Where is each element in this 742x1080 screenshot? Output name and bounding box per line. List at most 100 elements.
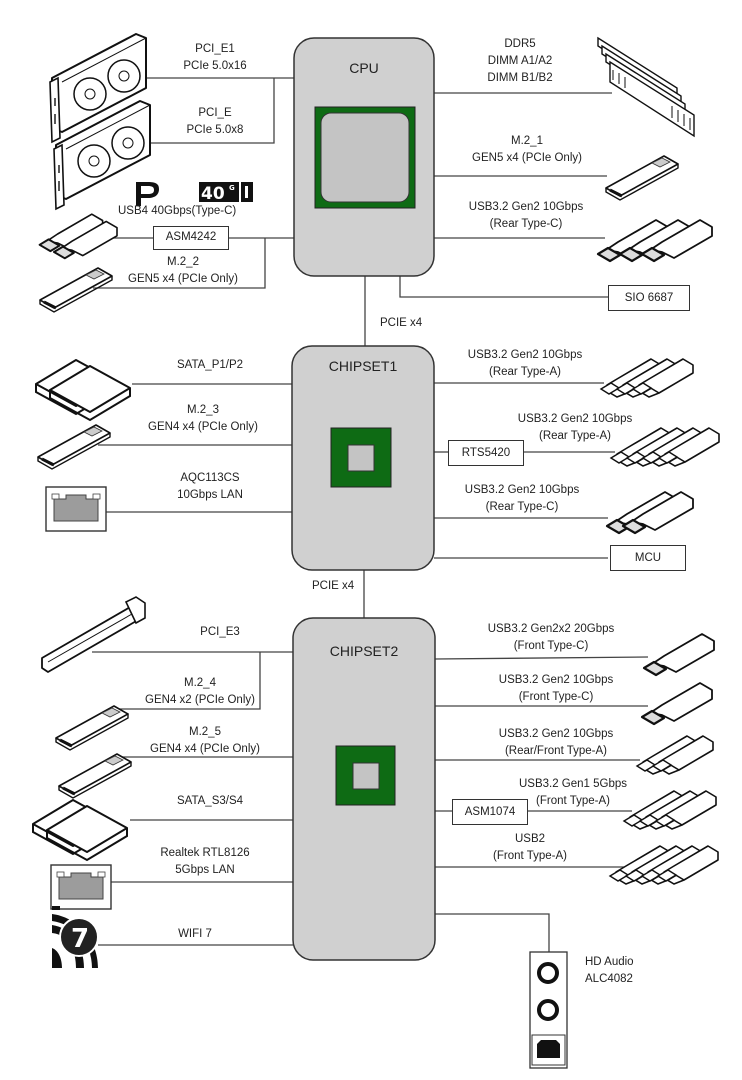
svg-text:40: 40 [201,184,225,204]
label-line: PCI_E [198,107,232,119]
m2-ssd-icon [57,752,133,800]
usb-front-type-c-label: USB3.2 Gen2 10Gbps (Front Type-C) [481,672,631,706]
label-line: (Front Type-A) [536,795,610,807]
pci-e1-label: PCI_E1 PCIe 5.0x16 [160,41,270,75]
label-line: GEN5 x4 (PCIe Only) [472,152,582,164]
wifi-7-icon: 7 [52,906,99,968]
usb4-40g-icon: 40 G [199,182,253,204]
label-line: USB3.2 Gen2 10Gbps [498,728,614,740]
cpu-block [293,37,435,277]
label-line: HD Audio [585,956,634,968]
usb-type-a-icon [609,845,719,885]
usb-rear-type-a-label: USB3.2 Gen2 10Gbps (Rear Type-A) [505,411,645,445]
aqc113cs-label: AQC113CS 10Gbps LAN [160,470,260,504]
label-line: (Rear Type-A) [488,366,561,378]
label-line: USB3.2 Gen2 10Gbps [464,484,580,496]
label-line: (Front Type-C) [518,691,594,703]
m2-3-label: M.2_3 GEN4 x4 (PCIe Only) [138,402,268,436]
mcu-controller: MCU [610,545,686,571]
m2-1-label: M.2_1 GEN5 x4 (PCIe Only) [462,133,592,167]
usb-rear-type-a-label: USB3.2 Gen2 10Gbps (Rear Type-A) [455,347,595,381]
pci-e3-label: PCI_E3 [200,626,240,638]
label-line: M.2_2 [167,256,199,268]
rts5420-controller: RTS5420 [448,440,524,466]
chipset2-block [292,617,436,961]
asm4242-controller: ASM4242 [153,226,229,250]
label-line: USB3.2 Gen2 10Gbps [468,201,584,213]
ddr5-label: DDR5 DIMM A1/A2 DIMM B1/B2 [470,36,570,87]
usb-type-c-icon [642,632,716,677]
chipset2-title: CHIPSET2 [329,643,399,659]
label-line: USB3.2 Gen2 10Gbps [467,349,583,361]
label-line: PCIe 5.0x16 [183,60,247,72]
label-line: (Rear Type-C) [485,501,559,513]
m2-ssd-icon [38,266,114,314]
label-line: M.2_4 [184,677,216,689]
ddr5-memory-icon [597,36,695,138]
label-line: (Front Type-A) [493,850,567,862]
hd-audio-label: HD Audio ALC4082 [585,954,634,988]
label-line: USB2 [514,833,546,845]
ethernet-port-icon [50,864,112,910]
chipset1-block [291,345,435,571]
audio-jacks-icon [529,951,568,1069]
usb-type-c-icon [596,218,714,263]
label-line: DIMM B1/B2 [487,72,553,84]
usb2-front-type-a-label: USB2 (Front Type-A) [470,831,590,865]
label-line: USB3.2 Gen2x2 20Gbps [487,623,615,635]
label-line: GEN5 x4 (PCIe Only) [128,273,238,285]
m2-ssd-icon [36,423,112,471]
label-line: PCI_E1 [195,43,235,55]
pcie-link-label: PCIE x4 [312,580,355,592]
sata-drive-icon [32,799,128,861]
label-line: 5Gbps LAN [175,864,235,876]
label-line: (Rear Type-C) [489,218,563,230]
connection-lines [92,77,649,952]
label-line: GEN4 x4 (PCIe Only) [148,421,258,433]
label-line: USB3.2 Gen2 10Gbps [517,413,633,425]
label-line: (Front Type-C) [513,640,589,652]
svg-text:G: G [229,184,235,192]
label-line: (Rear Type-A) [538,430,611,442]
usb-rear-type-c-label: USB3.2 Gen2 10Gbps (Rear Type-C) [452,482,592,516]
sio-controller: SIO 6687 [608,285,690,311]
label-line: USB3.2 Gen1 5Gbps [518,778,628,790]
wifi-7-label: WIFI 7 [178,928,212,940]
usb-type-a-icon [636,735,714,775]
displayport-icon [136,182,159,206]
usb-type-c-icon [605,490,695,535]
pci-e-label: PCI_E PCIe 5.0x8 [160,105,270,139]
sata-s3-s4-label: SATA_S3/S4 [176,795,244,807]
m2-ssd-icon [604,154,680,202]
realtek-rtl8126-label: Realtek RTL8126 5Gbps LAN [145,845,265,879]
usb-type-c-icon [38,213,118,260]
label-line: M.2_5 [189,726,221,738]
cpu-title: CPU [349,60,379,76]
usb-front-type-c-20g-label: USB3.2 Gen2x2 20Gbps (Front Type-C) [476,621,626,655]
ethernet-port-icon [45,486,107,532]
m2-2-label: M.2_2 GEN5 x4 (PCIe Only) [118,254,248,288]
usb-rear-front-type-a-label: USB3.2 Gen2 10Gbps (Rear/Front Type-A) [481,726,631,760]
m2-ssd-icon [54,704,130,752]
label-line: GEN4 x4 (PCIe Only) [150,743,260,755]
m2-5-label: M.2_5 GEN4 x4 (PCIe Only) [140,724,270,758]
label-line: AQC113CS [180,472,240,484]
pcie-link-label: PCIE x4 [380,317,423,329]
label-line: (Rear/Front Type-A) [504,745,608,757]
sata-drive-icon [35,359,131,421]
label-line: USB3.2 Gen2 10Gbps [498,674,614,686]
asm1074-controller: ASM1074 [452,799,528,825]
usb-type-a-icon [600,358,694,398]
svg-text:7: 7 [71,924,89,954]
label-line: GEN4 x2 (PCIe Only) [145,694,255,706]
label-line: ALC4082 [585,973,633,985]
sata-p1-p2-label: SATA_P1/P2 [176,359,244,371]
usb-gen1-front-type-a-label: USB3.2 Gen1 5Gbps (Front Type-A) [503,776,643,810]
label-line: DIMM A1/A2 [487,55,553,67]
usb4-label: USB4 40Gbps(Type-C) [118,205,237,217]
label-line: M.2_3 [187,404,219,416]
usb-rear-type-c-label: USB3.2 Gen2 10Gbps (Rear Type-C) [456,199,596,233]
usb-type-c-icon [640,681,714,726]
label-line: M.2_1 [511,135,543,147]
